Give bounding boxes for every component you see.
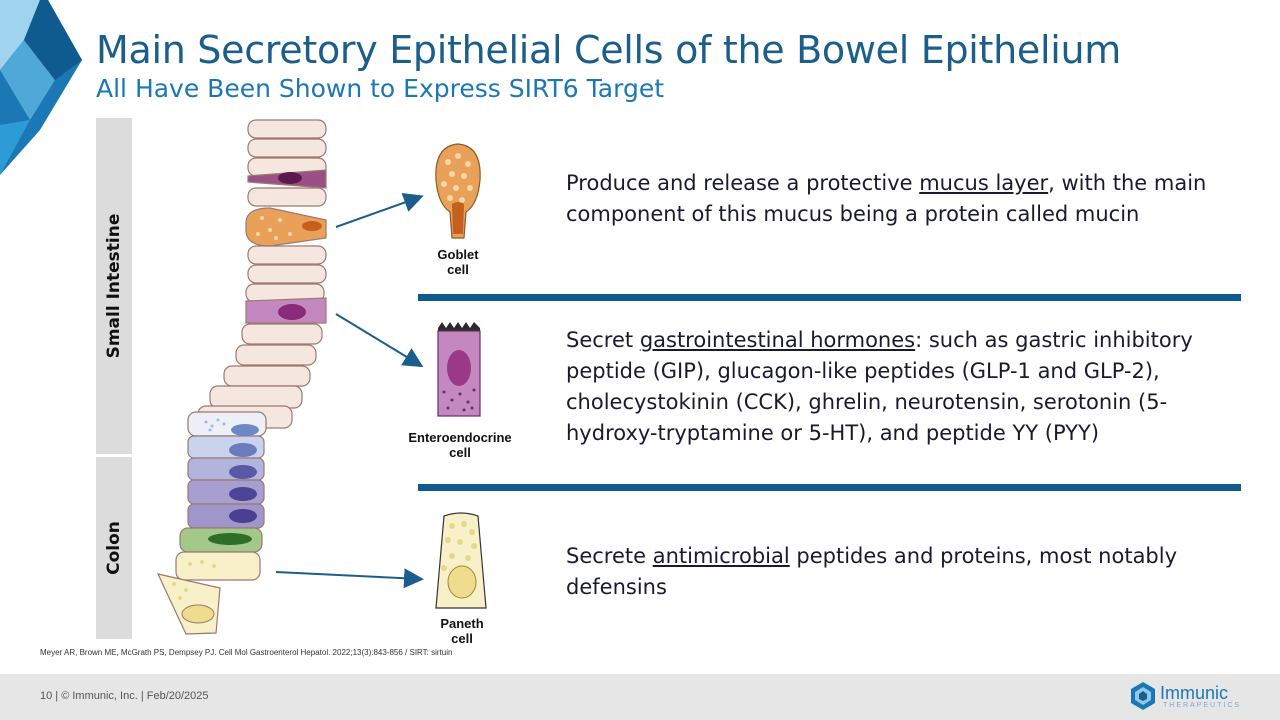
immunic-logo-tagline: THERAPEUTICS xyxy=(1163,702,1241,709)
paneth-cell-label: Paneth cell xyxy=(416,616,508,646)
enteroendocrine-cell-label: Enteroendocrine cell xyxy=(392,430,528,460)
reference-citation: Meyer AR, Brown ME, McGrath PS, Dempsey … xyxy=(40,648,452,657)
arrow-right-icon xyxy=(336,197,420,227)
goblet-cell-icon xyxy=(430,142,486,242)
paneth-cell-icon xyxy=(432,512,490,612)
enteroendocrine-cell-icon xyxy=(434,320,484,418)
section-divider xyxy=(418,294,1241,301)
enteroendocrine-description: Secret gastrointestinal hormones: such a… xyxy=(566,325,1246,449)
arrow-right-icon xyxy=(336,314,420,365)
arrow-right-icon xyxy=(276,572,420,579)
section-divider xyxy=(418,484,1241,491)
goblet-description: Produce and release a protective mucus l… xyxy=(566,168,1246,230)
immunic-logo-icon xyxy=(1130,681,1156,711)
antimicrobial-term: antimicrobial xyxy=(653,544,790,568)
immunic-logo-name: Immunic xyxy=(1160,683,1228,704)
footer-text: 10 | © Immunic, Inc. | Feb/20/2025 xyxy=(40,690,209,702)
goblet-cell-label: Goblet cell xyxy=(412,247,504,277)
gastrointestinal-hormones-term: gastrointestinal hormones xyxy=(640,328,915,352)
paneth-description: Secrete antimicrobial peptides and prote… xyxy=(566,541,1246,603)
mucus-layer-term: mucus layer xyxy=(919,171,1048,195)
